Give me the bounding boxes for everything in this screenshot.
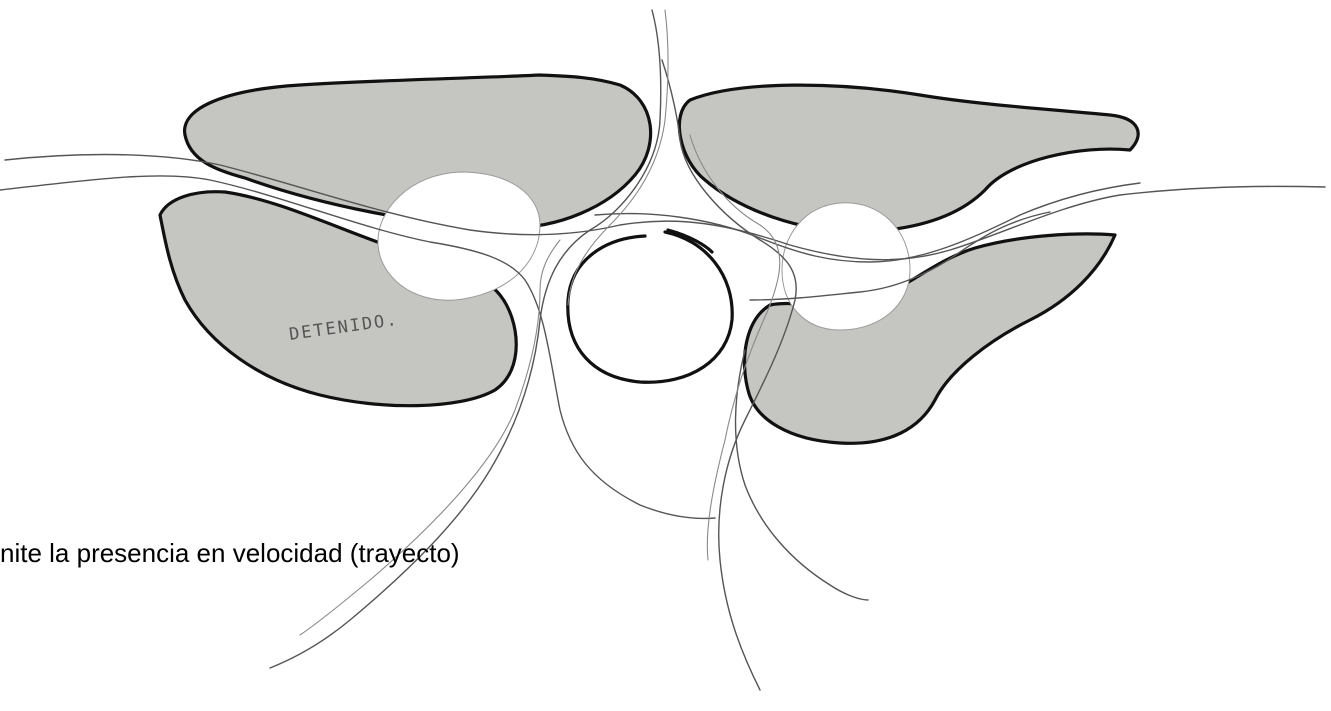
top-right-region	[679, 85, 1138, 232]
caption-text: nite la presencia en velocidad (trayecto…	[0, 538, 460, 568]
upper-right-clearing	[782, 203, 910, 330]
central-circle	[568, 232, 732, 382]
